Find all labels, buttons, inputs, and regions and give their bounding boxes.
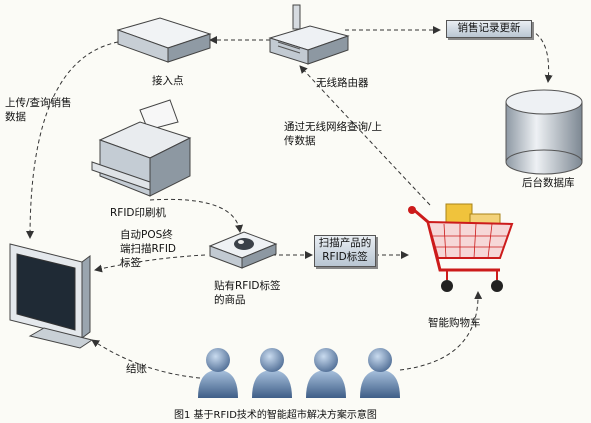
edge-ap-to-pos [26,41,119,239]
customer-icon-1 [198,348,238,398]
edge-people-to-cart [399,291,483,371]
checkout-label: 结账 [126,363,147,375]
connectors [26,26,553,379]
access-point-icon [116,17,212,63]
customer-icon-3 [306,348,346,398]
sales-update-box: 销售记录更新 [446,20,532,38]
edge-cart-to-router [299,65,431,206]
smart-cart-label: 智能购物车 [428,317,481,329]
scan-tag-box: 扫描产品的 RFID标签 [314,235,376,267]
pos-monitor-icon [9,243,94,349]
edge-goods-to-pos [94,254,206,273]
upload-query-sales-label: 上传/查询销售 数据 [5,97,72,123]
tagged-goods-icon [208,231,278,269]
customer-icon-4 [360,348,400,398]
figure-caption: 图1 基于RFID技术的智能超市解决方案示意图 [174,410,377,421]
wireless-query-label: 通过无线网络查询/上 传数据 [284,121,383,147]
rfid-printer-label: RFID印刷机 [110,207,167,219]
wireless-router-icon [268,4,350,65]
backend-db-label: 后台数据库 [522,177,575,189]
customer-icon-2 [252,348,292,398]
smart-cart-icon [408,203,514,292]
edge-sales-to-db [529,29,553,83]
tagged-goods-label: 贴有RFID标签 的商品 [214,280,281,306]
rfid-printer-icon [91,99,192,197]
customer-icons [198,348,400,398]
database-icon [505,89,583,175]
wireless-router-label: 无线路由器 [316,77,369,89]
pos-scan-label: 自动POS终 端扫描RFID 标签 [120,229,177,269]
access-point-label: 接入点 [152,75,184,87]
edge-people-to-pos [91,339,201,379]
edge-printer-to-goods [149,198,244,233]
